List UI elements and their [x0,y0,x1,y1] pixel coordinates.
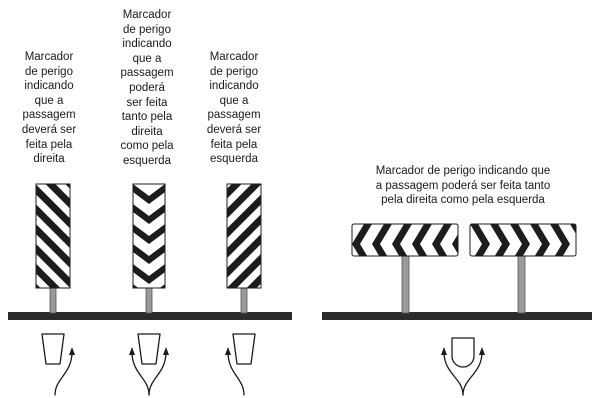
plan-symbol-left-pass [225,333,256,396]
obstacle-shape [41,333,65,365]
post-4 [401,253,410,314]
caption-both-sides-marker: Marcador de perigo indicando que a passa… [120,9,174,167]
wide-panel-right-chevrons [469,223,577,257]
marker-panel-right [35,183,71,289]
plan-symbol-right-pass [41,333,75,396]
caption-right-pass-marker: Marcador de perigo indicando que a passa… [21,51,77,166]
post-3 [240,287,248,314]
post-2 [145,287,153,314]
caption-left-pass-marker: Marcador de perigo indicando que a passa… [206,51,262,166]
plan-symbol-both-pass [129,333,169,396]
traffic-arrow-right [148,351,167,396]
wide-panel-left-chevrons [351,223,459,257]
obstacle-shape [137,333,161,365]
plan-symbol-wide-both-pass [441,337,485,396]
traffic-arrow-right [54,351,73,396]
caption-wide-both-sides-marker: Marcador de perigo indicando que a passa… [375,165,551,207]
traffic-arrow-left [227,351,245,396]
traffic-arrow-left [443,351,464,396]
post-1 [49,287,57,314]
road-line-left [8,312,292,320]
obstacle-shape [232,333,256,365]
post-5 [517,253,526,314]
posts [49,253,526,314]
road-line-right [322,312,592,320]
traffic-arrow-right [462,351,483,396]
marker-panel-left [226,183,262,289]
traffic-arrow-left [131,351,150,396]
marker-panel-both [132,183,166,289]
obstacle-shape [451,337,475,368]
